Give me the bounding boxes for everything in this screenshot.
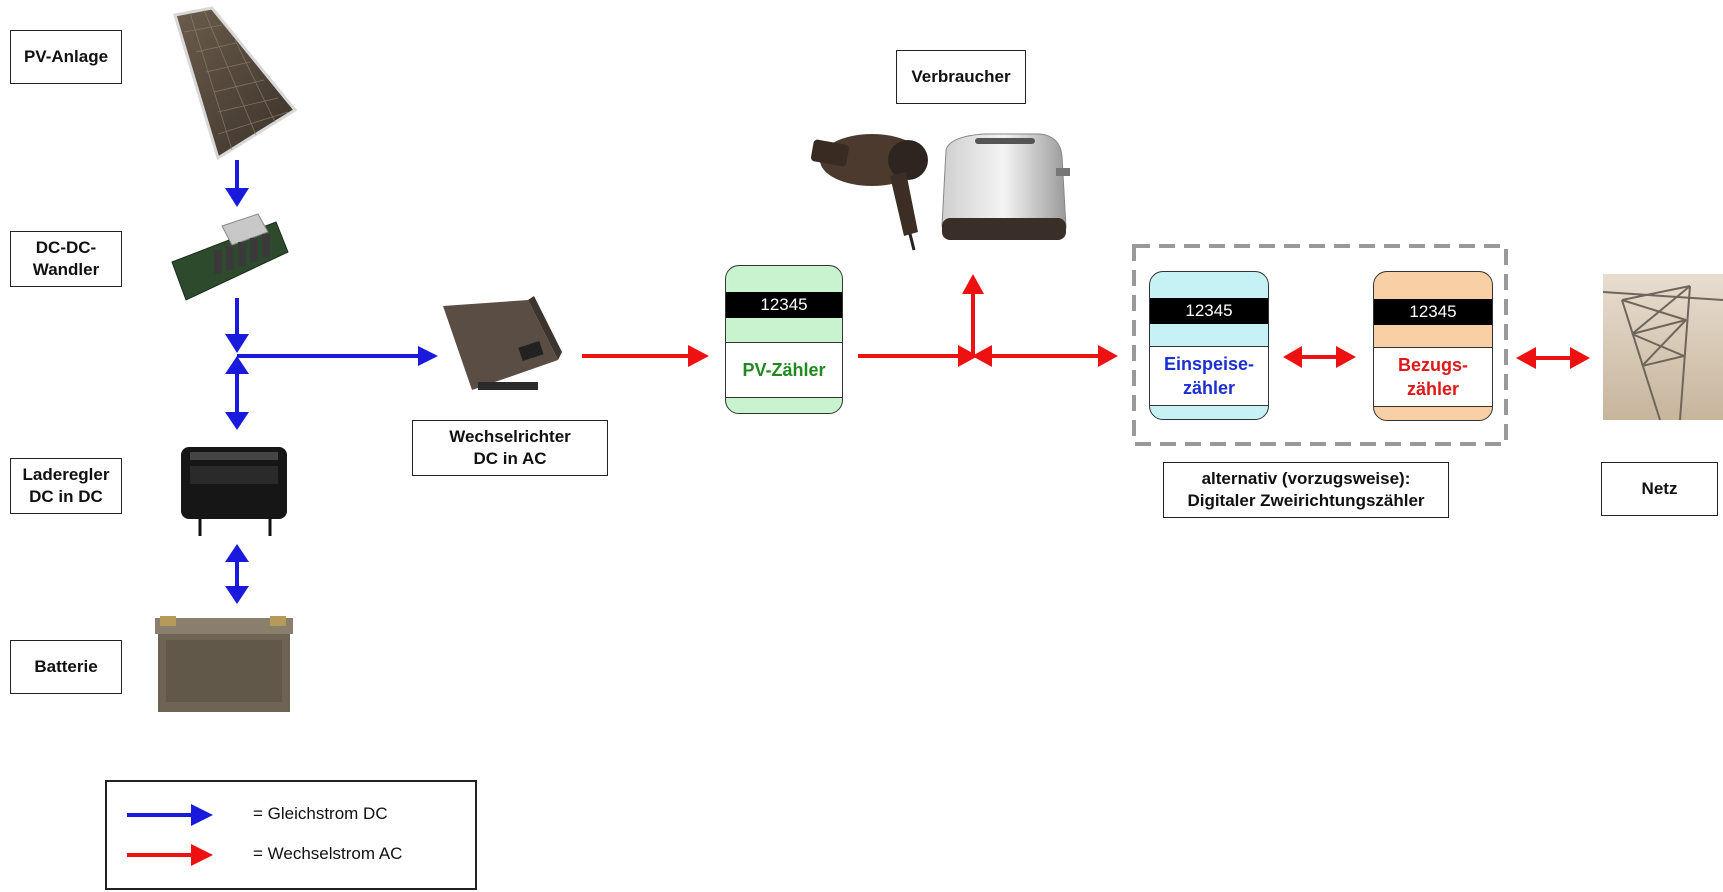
arrow-bus-to-inverter [237,346,438,366]
battery-image [155,616,293,712]
arrow-bezug-to-grid-bidirectional [1516,347,1590,369]
arrow-einspeise-to-bezug-bidirectional [1283,346,1356,368]
bezug-meter: 12345 Bezugs- zähler [1373,271,1493,421]
toaster-image [941,133,1070,240]
hair-dryer-image [810,134,928,251]
dc-dc-wandler-label: DC-DC- Wandler [10,231,122,287]
alternativ-label: alternativ (vorzugsweise): Digitaler Zwe… [1163,462,1449,518]
arrow-panel-to-converter [225,160,249,207]
arrow-junction-to-einspeise-bidirectional [972,345,1118,367]
laderegler-label: Laderegler DC in DC [10,458,122,514]
verbraucher-label: Verbraucher [896,50,1026,104]
pv-meter-name: PV-Zähler [726,342,842,398]
legend-ac-text: = Wechselstrom AC [253,844,403,863]
batterie-label: Batterie [10,640,122,694]
einspeise-meter-name: Einspeise- zähler [1150,346,1268,406]
arrow-inverter-to-pv-meter [582,345,709,367]
charge-controller-image [181,447,287,536]
pv-anlage-label: PV-Anlage [10,30,122,84]
arrow-bus-to-controller-bidirectional [225,356,249,430]
legend-dc-arrow [127,804,213,826]
solar-panel-image [173,6,298,161]
bidirectional-meter-group-box [1132,244,1508,446]
legend-arrows [127,804,213,866]
legend-dc-text: = Gleichstrom DC [253,804,388,823]
bezug-meter-reading: 12345 [1374,299,1492,325]
legend: = Gleichstrom DC = Wechselstrom AC [105,780,477,890]
einspeise-meter: 12345 Einspeise- zähler [1149,271,1269,420]
arrow-junction-to-consumers [962,274,984,356]
inverter-image [443,296,562,390]
dc-dc-converter-image [171,213,289,301]
netz-label: Netz [1601,462,1718,516]
arrow-controller-to-battery-bidirectional [225,544,249,604]
ac-arrows [582,274,1590,369]
power-pylon-image [1602,274,1723,421]
pv-meter: 12345 PV-Zähler [725,265,843,414]
dc-arrows [225,160,438,604]
arrow-converter-down [225,298,249,353]
wechselrichter-label: Wechselrichter DC in AC [412,420,608,476]
arrow-pv-meter-to-junction [858,345,978,367]
einspeise-meter-reading: 12345 [1150,298,1268,324]
pv-meter-reading: 12345 [726,292,842,318]
bezug-meter-name: Bezugs- zähler [1374,347,1492,407]
legend-ac-arrow [127,844,213,866]
